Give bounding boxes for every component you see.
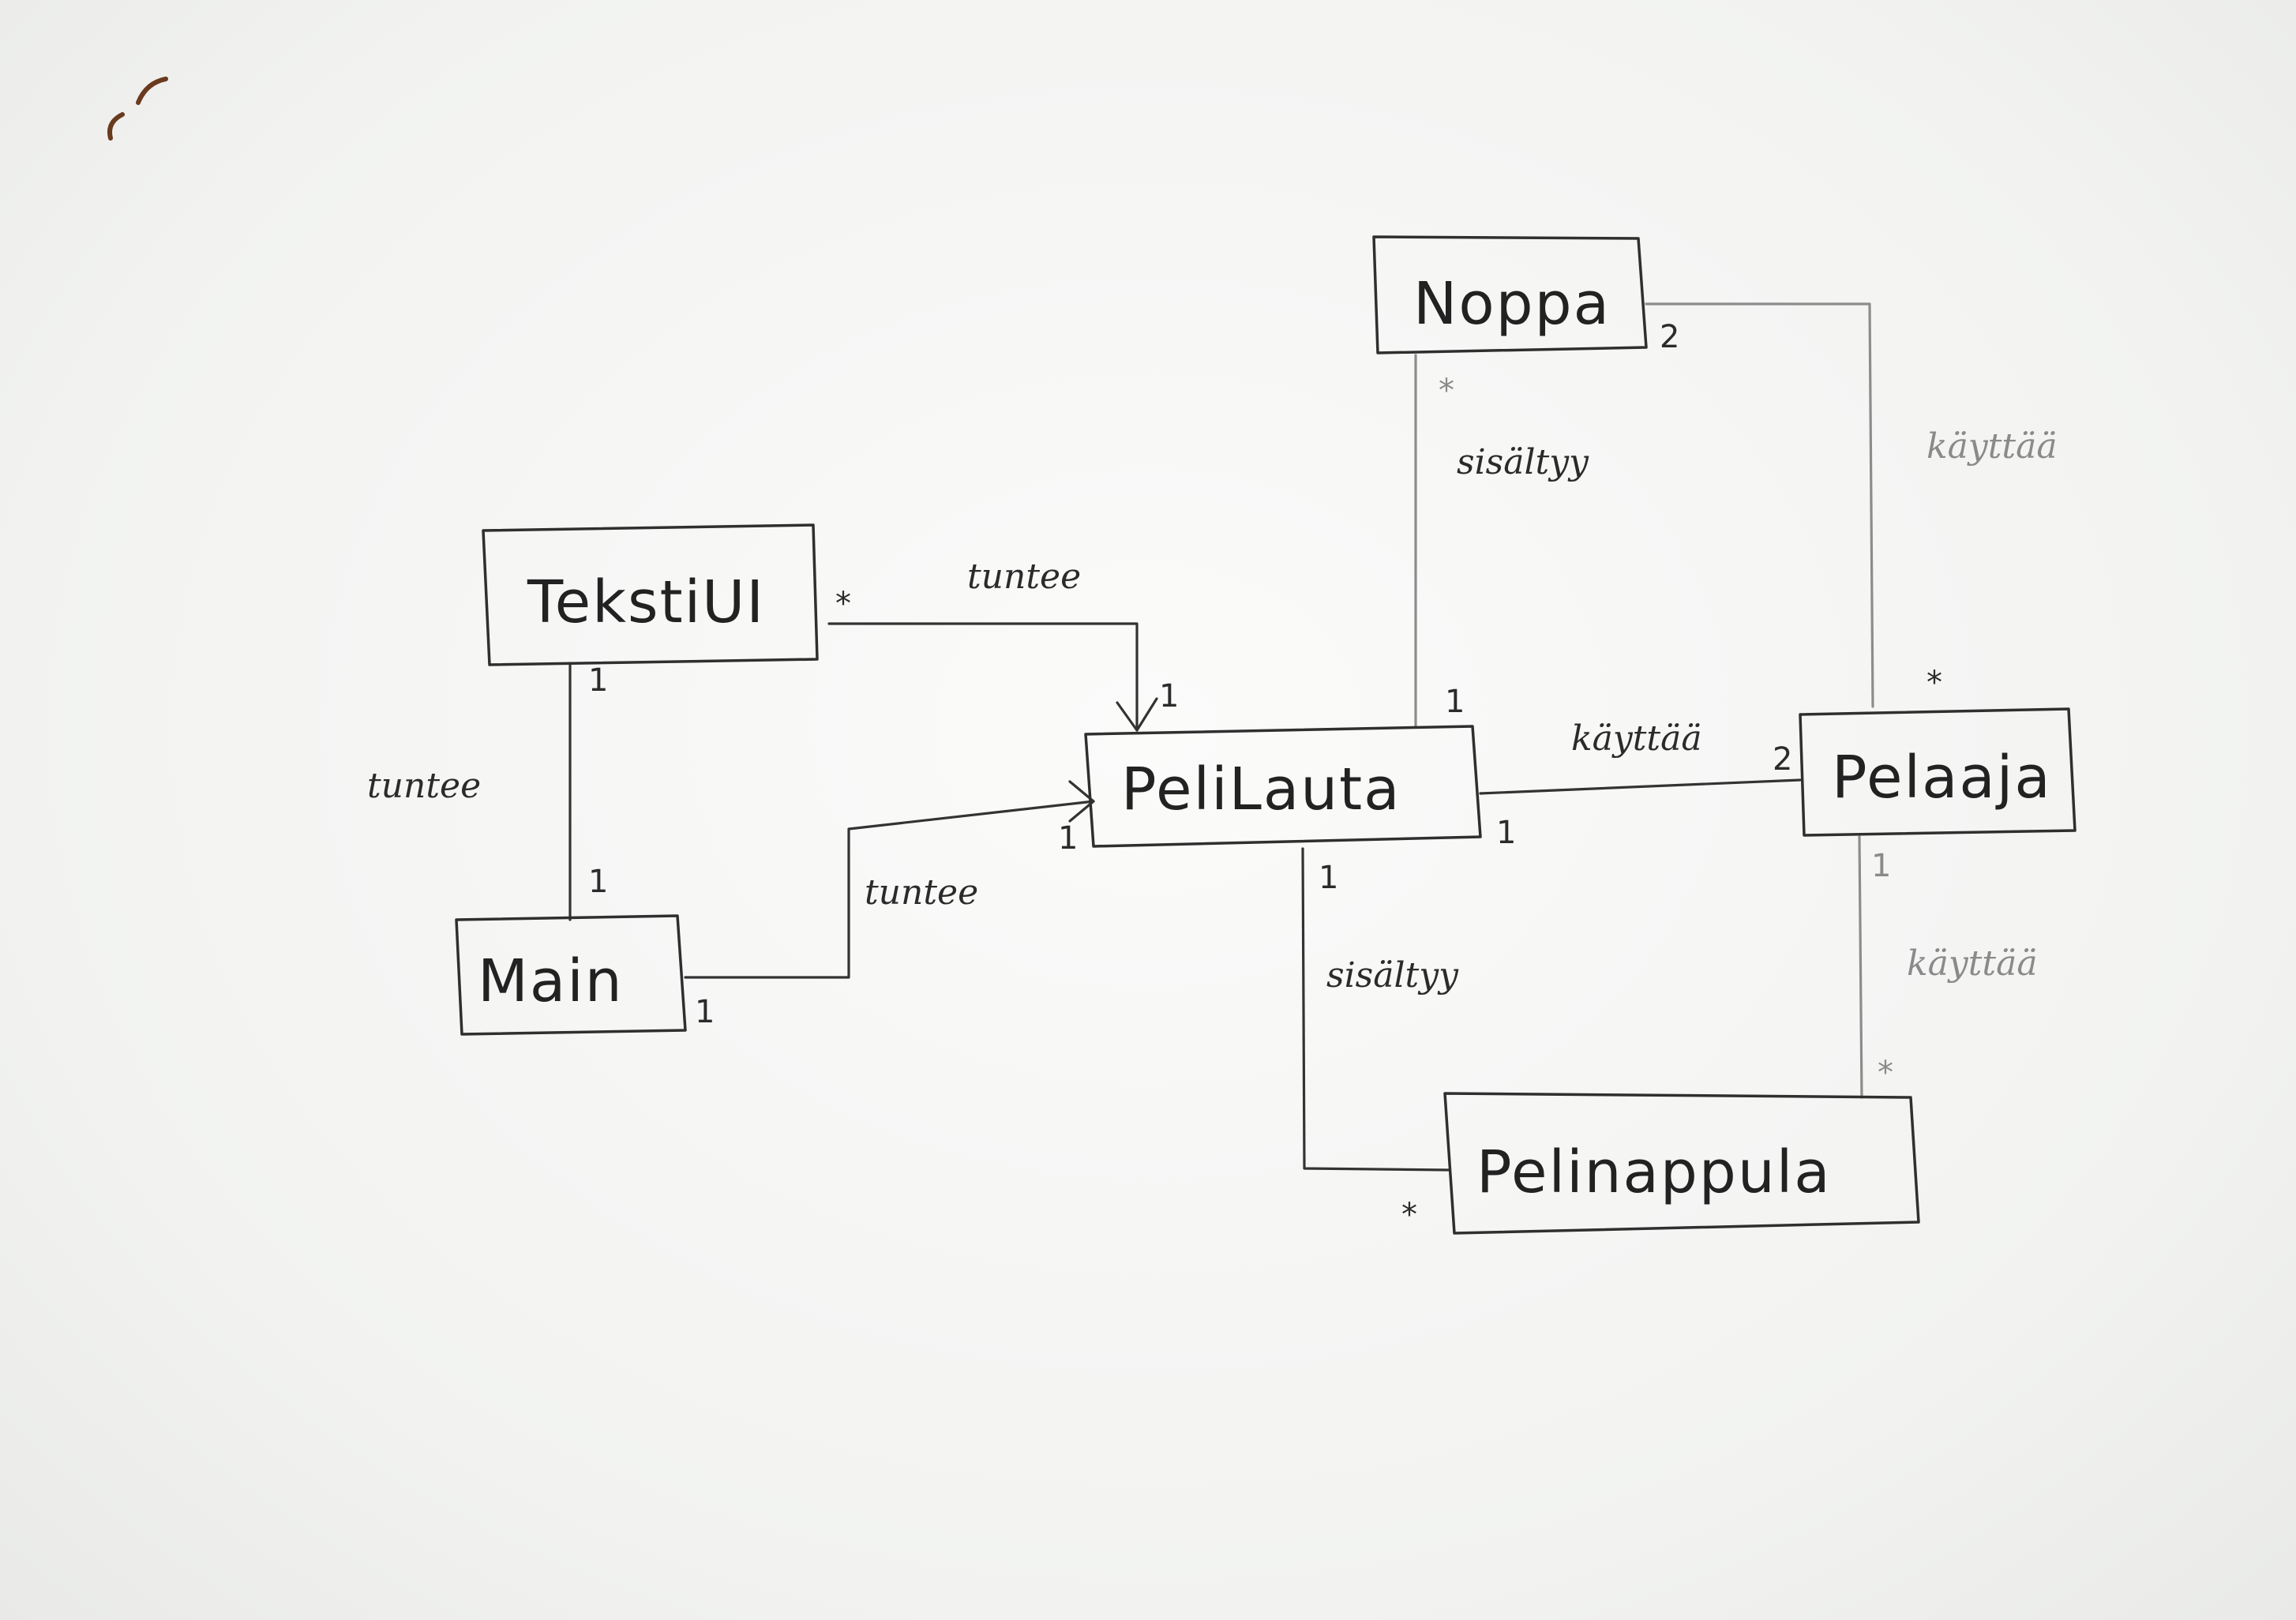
- paper-corner-mark: [107, 77, 168, 141]
- assoc-main-pelilauta: [684, 780, 1095, 979]
- class-tekstiui: TekstiUI: [482, 523, 819, 666]
- class-name: PeliLauta: [1121, 756, 1401, 823]
- assoc-noppa-pelaaja: [1645, 302, 1874, 708]
- class-main: Main: [455, 914, 687, 1036]
- multiplicity: 1: [695, 994, 715, 1030]
- multiplicity: *: [1439, 373, 1454, 409]
- multiplicity: 2: [1660, 319, 1679, 355]
- assoc-label: käyttää: [1926, 426, 2058, 467]
- class-name: Pelinappula: [1476, 1138, 1832, 1206]
- arrowhead-icon: [1068, 780, 1095, 823]
- class-name: Main: [478, 947, 624, 1015]
- assoc-tekstiui-pelilauta: [827, 622, 1158, 732]
- multiplicity: *: [1926, 665, 1942, 701]
- class-name: TekstiUI: [527, 568, 765, 636]
- multiplicity: 1: [588, 662, 608, 699]
- assoc-label: tuntee: [367, 766, 481, 806]
- assoc-pelaaja-pelinappula: [1858, 835, 1863, 1099]
- multiplicity: 1: [1058, 820, 1078, 857]
- multiplicity: 1: [1159, 678, 1179, 714]
- multiplicity: *: [1878, 1055, 1893, 1091]
- multiplicity: 2: [1773, 741, 1792, 778]
- assoc-label: sisältyy: [1326, 955, 1459, 996]
- class-noppa: Noppa: [1372, 235, 1648, 354]
- arrowhead-icon: [1116, 697, 1158, 732]
- multiplicity: 1: [1496, 815, 1516, 851]
- class-pelinappula: Pelinappula: [1443, 1092, 1920, 1235]
- assoc-label: käyttää: [1907, 943, 2038, 984]
- multiplicity: 1: [1319, 860, 1338, 896]
- assoc-label: tuntee: [865, 872, 978, 913]
- class-pelaaja: Pelaaja: [1799, 707, 2077, 837]
- assoc-pelilauta-pelaaja: [1479, 778, 1802, 795]
- multiplicity: 1: [1445, 684, 1465, 720]
- class-name: Noppa: [1413, 270, 1611, 338]
- assoc-pelilauta-pelinappula: [1301, 847, 1450, 1172]
- multiplicity: 1: [588, 864, 608, 900]
- multiplicity: *: [835, 586, 851, 622]
- class-name: Pelaaja: [1832, 744, 2052, 812]
- multiplicity: 1: [1871, 848, 1891, 884]
- class-pelilauta: PeliLauta: [1084, 725, 1482, 848]
- assoc-label: sisältyy: [1457, 442, 1589, 482]
- multiplicity: *: [1401, 1197, 1417, 1233]
- assoc-label: käyttää: [1571, 718, 1702, 759]
- assoc-label: tuntee: [967, 557, 1081, 597]
